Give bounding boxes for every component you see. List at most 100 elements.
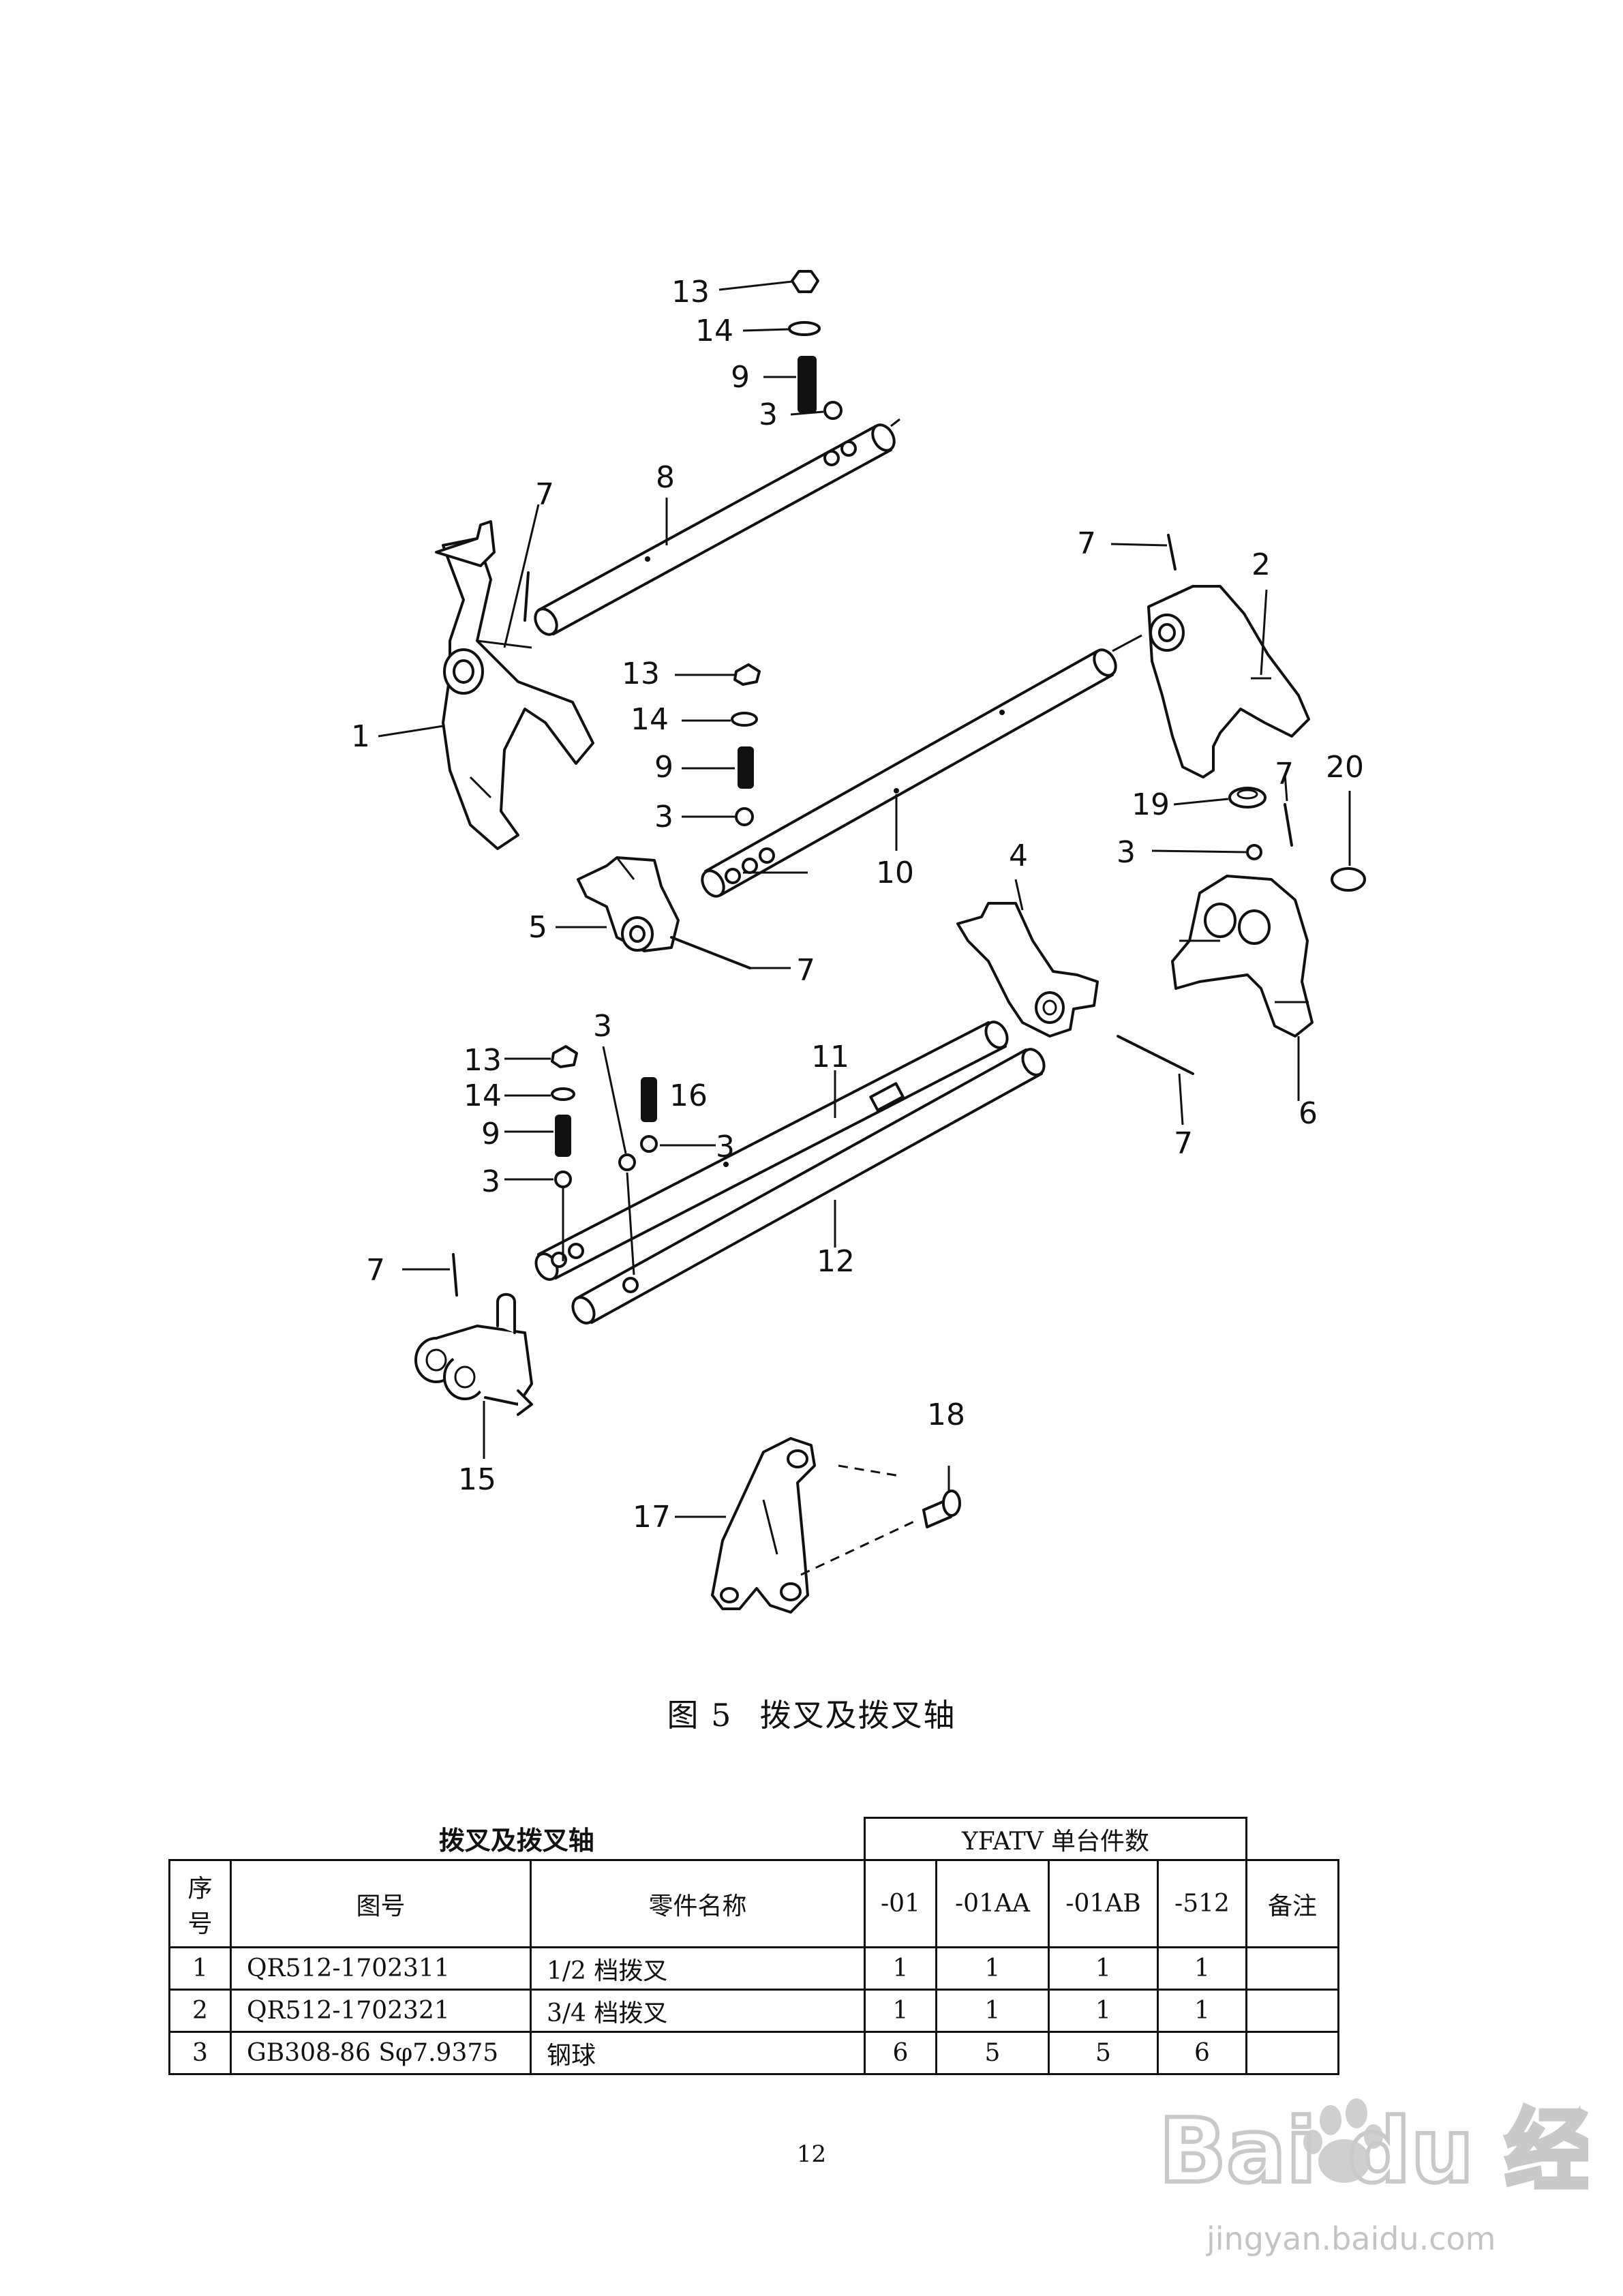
callout-5: 5: [528, 910, 547, 945]
cell-v2: 5: [935, 2031, 1050, 2075]
shift-fork-5: [577, 856, 680, 952]
pin-7-fork1: [524, 571, 530, 622]
callout-7: 7: [1077, 526, 1096, 561]
shift-fork-6: [1171, 875, 1314, 1038]
callout-16: 16: [669, 1078, 708, 1113]
shaft-11: [534, 1021, 1009, 1281]
cell-part-name: 1/2 档拨叉: [530, 1946, 866, 1991]
callout-leaders-top: [718, 280, 824, 416]
cell-v1: 1: [864, 1989, 937, 2033]
callout-2: 2: [1252, 547, 1271, 582]
header-part-name: 零件名称: [530, 1859, 866, 1948]
callout-10: 10: [876, 856, 914, 890]
header-drawing-no: 图号: [230, 1859, 532, 1948]
callout-14: 14: [464, 1078, 502, 1113]
cell-part-name: 3/4 档拨叉: [530, 1989, 866, 2033]
figure-title: 拨叉及拨叉轴: [759, 1697, 956, 1734]
header-v4: -512: [1157, 1859, 1247, 1948]
cell-v3: 5: [1048, 2031, 1159, 2075]
callout-9: 9: [481, 1117, 500, 1151]
paw-logo-icon: [1303, 2098, 1383, 2183]
callout-17: 17: [633, 1500, 671, 1535]
table-group-header: YFATV 单台件数: [864, 1817, 1247, 1861]
exploded-parts-diagram: 13 14 9 3 8 7 1 13 14 9 3 10 5 7 7 2 7 2…: [351, 270, 1366, 1614]
cell-seq: 1: [168, 1946, 232, 1991]
callout-12: 12: [817, 1244, 855, 1279]
callout-18: 18: [927, 1398, 965, 1432]
callout-3: 3: [654, 800, 673, 834]
shaft-8: [534, 418, 900, 636]
callout-3: 3: [1117, 835, 1136, 870]
cell-drawing-no: QR512-1702311: [230, 1946, 532, 1991]
callout-15: 15: [458, 1462, 496, 1497]
detent-stack-middle: [731, 663, 761, 826]
callout-3: 3: [716, 1130, 735, 1164]
callout-14: 14: [631, 702, 669, 737]
shaft-10: [701, 634, 1142, 898]
parts-table: 拨叉及拨叉轴 YFATV 单台件数 序 号 图号 零件名称 -01 -01AA …: [168, 1817, 1339, 2075]
detent-stack-bottom: [551, 1045, 658, 1188]
detent-stack-top: [788, 270, 843, 420]
callout-6: 6: [1299, 1096, 1318, 1131]
shift-fork-4: [956, 902, 1099, 1038]
callout-8: 8: [656, 460, 675, 495]
table-row: 3 GB308-86 Sφ7.9375 钢球 6 5 5 6: [168, 2031, 1339, 2075]
cell-v3: 1: [1048, 1989, 1159, 2033]
callout-7: 7: [796, 953, 815, 988]
callout-3: 3: [593, 1009, 612, 1044]
shaft-12: [571, 1048, 1046, 1325]
cell-remark: [1245, 1946, 1339, 1991]
table-title: 拨叉及拨叉轴: [169, 1817, 865, 1861]
callout-3: 3: [759, 397, 778, 432]
callout-13: 13: [671, 275, 710, 309]
table-title-row: 拨叉及拨叉轴 YFATV 单台件数: [169, 1817, 1339, 1861]
bracket-17: [711, 1437, 816, 1614]
cell-seq: 2: [168, 1989, 232, 2033]
callout-14: 14: [695, 314, 733, 348]
callout-7: 7: [535, 477, 554, 512]
cell-v1: 1: [864, 1946, 937, 1991]
plug-19: [1228, 787, 1266, 809]
table-header-row: 序 号 图号 零件名称 -01 -01AA -01AB -512 备注: [168, 1859, 1339, 1948]
callout-4: 4: [1009, 839, 1028, 873]
header-v1: -01: [864, 1859, 937, 1948]
callout-leaders-bottom: [504, 1046, 716, 1275]
shift-bracket-15: [414, 1293, 533, 1416]
figure-caption: 图 5 拨叉及拨叉轴: [0, 1691, 1623, 1736]
cell-drawing-no: GB308-86 Sφ7.9375: [230, 2031, 532, 2075]
shift-fork-1: [435, 520, 594, 850]
table-row: 2 QR512-1702321 3/4 档拨叉 1 1 1 1: [168, 1989, 1339, 2033]
bolt-18: [922, 1490, 961, 1528]
callout-3: 3: [481, 1164, 500, 1199]
callout-19: 19: [1132, 787, 1170, 822]
cell-remark: [1245, 2031, 1339, 2075]
callout-7: 7: [1174, 1126, 1193, 1161]
header-v2: -01AA: [935, 1859, 1050, 1948]
watermark-url: jingyan.baidu.com: [1206, 2220, 1496, 2257]
baidu-jingyan-watermark: Bai du 经验 jingyan.baidu.com: [1157, 2097, 1588, 2257]
cell-v4: 1: [1157, 1989, 1247, 2033]
callout-11: 11: [811, 1040, 849, 1074]
callout-1: 1: [351, 719, 370, 754]
cell-v3: 1: [1048, 1946, 1159, 1991]
shift-fork-2: [1147, 585, 1310, 779]
cell-drawing-no: QR512-1702321: [230, 1989, 532, 2033]
cell-v2: 1: [935, 1946, 1050, 1991]
header-seq: 序 号: [168, 1859, 232, 1948]
callout-13: 13: [464, 1043, 502, 1078]
callout-labels: 13 14 9 3 8 7 1 13 14 9 3 10 5 7 7 2 7 2…: [351, 275, 1364, 1535]
figure-number: 图 5: [667, 1697, 733, 1734]
callout-leaders-middle: [675, 674, 735, 818]
cell-v2: 1: [935, 1989, 1050, 2033]
callout-7: 7: [1275, 757, 1294, 791]
cell-remark: [1245, 1989, 1339, 2033]
watermark-brand: Bai du 经验: [1159, 2099, 1588, 2203]
cell-v4: 1: [1157, 1946, 1247, 1991]
cell-v4: 6: [1157, 2031, 1247, 2075]
table-row: 1 QR512-1702311 1/2 档拨叉 1 1 1 1: [168, 1946, 1339, 1991]
cell-v1: 6: [864, 2031, 937, 2075]
header-v3: -01AB: [1048, 1859, 1159, 1948]
callout-9: 9: [654, 750, 673, 785]
cell-part-name: 钢球: [530, 2031, 866, 2075]
callout-20: 20: [1326, 750, 1364, 785]
